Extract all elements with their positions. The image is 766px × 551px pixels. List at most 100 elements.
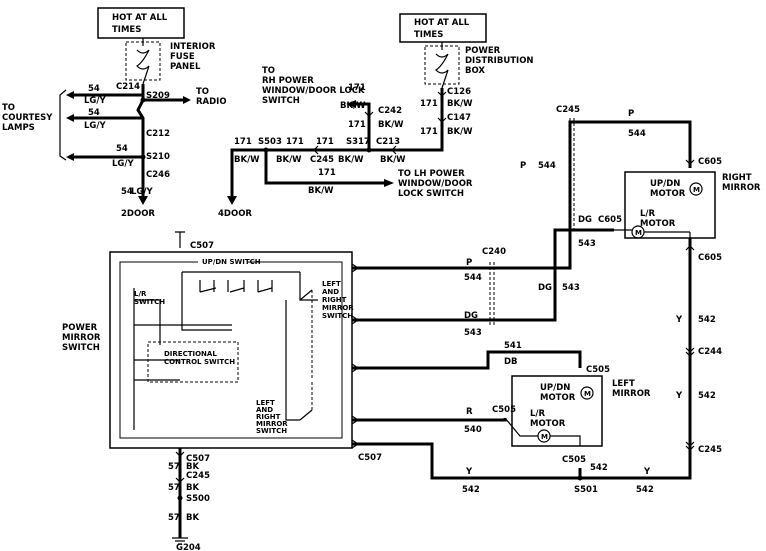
to-rh-power-window-label: TO (262, 66, 275, 76)
svg-text:C605: C605 (598, 215, 622, 225)
svg-text:544: 544 (464, 273, 482, 283)
svg-text:171: 171 (234, 137, 252, 147)
svg-text:MIRROR: MIRROR (722, 183, 761, 193)
svg-text:WINDOW/DOOR LOCK: WINDOW/DOOR LOCK (262, 86, 365, 96)
svg-text:542: 542 (698, 315, 716, 325)
svg-text:P: P (466, 258, 472, 268)
svg-text:SWITCH: SWITCH (134, 298, 165, 306)
svg-text:LAMPS: LAMPS (2, 123, 35, 133)
interior-fuse-symbol (125, 38, 161, 85)
svg-text:57: 57 (168, 462, 180, 472)
svg-text:542: 542 (590, 463, 608, 473)
to-courtesy-lamps-label: TO (2, 103, 15, 113)
svg-text:P: P (628, 109, 634, 119)
svg-text:G204: G204 (176, 543, 201, 551)
svg-text:HOT AT ALL: HOT AT ALL (414, 18, 470, 28)
svg-text:C213: C213 (376, 137, 400, 147)
svg-text:C605: C605 (698, 253, 722, 263)
svg-text:WINDOW/DOOR: WINDOW/DOOR (398, 179, 473, 189)
svg-text:S317: S317 (346, 137, 370, 147)
svg-text:C214: C214 (116, 82, 140, 92)
svg-text:C505: C505 (586, 365, 610, 375)
svg-text:M: M (584, 390, 591, 398)
svg-text:57: 57 (168, 513, 180, 523)
svg-text:S501: S501 (574, 485, 598, 495)
interior-fuse-panel-label: INTERIOR (170, 42, 216, 52)
svg-text:54: 54 (116, 144, 128, 154)
svg-text:C212: C212 (146, 129, 170, 139)
svg-text:LG/Y: LG/Y (84, 96, 106, 106)
svg-text:MOTOR: MOTOR (530, 419, 566, 429)
svg-text:542: 542 (636, 485, 654, 495)
svg-text:543: 543 (562, 283, 580, 293)
svg-text:C147: C147 (447, 113, 471, 123)
to-radio-label: TO (196, 87, 209, 97)
svg-text:LG/Y: LG/Y (112, 159, 134, 169)
svg-text:SWITCH: SWITCH (322, 312, 353, 320)
svg-text:L/R: L/R (530, 409, 546, 419)
svg-text:Y: Y (675, 391, 683, 401)
svg-text:M: M (635, 229, 642, 237)
svg-text:BK/W: BK/W (338, 155, 364, 165)
svg-text:BK: BK (186, 513, 199, 523)
svg-text:171: 171 (348, 83, 366, 93)
left-mirror-box: UP/DN MOTOR M L/R MOTOR M (504, 375, 603, 447)
svg-text:171: 171 (420, 127, 438, 137)
courtesy-lamp-circuit (59, 84, 191, 205)
svg-text:MIRROR: MIRROR (256, 420, 288, 428)
svg-text:BK/W: BK/W (447, 99, 473, 109)
svg-text:RADIO: RADIO (196, 97, 227, 107)
svg-text:SWITCH: SWITCH (256, 427, 287, 435)
svg-text:540: 540 (464, 425, 482, 435)
svg-text:BK: BK (186, 483, 199, 493)
svg-text:171: 171 (420, 99, 438, 109)
svg-text:BK/W: BK/W (308, 186, 334, 196)
svg-text:542: 542 (462, 485, 480, 495)
svg-text:COURTESY: COURTESY (2, 113, 53, 123)
svg-text:MIRROR: MIRROR (612, 389, 651, 399)
svg-text:S500: S500 (186, 494, 210, 504)
svg-text:BK: BK (186, 462, 199, 472)
svg-text:DIRECTIONAL: DIRECTIONAL (164, 350, 217, 358)
svg-text:LEFT: LEFT (322, 280, 341, 288)
svg-text:C245: C245 (186, 471, 210, 481)
power-distribution-fuse-symbol (424, 42, 460, 89)
svg-text:Y: Y (465, 467, 473, 477)
svg-text:C244: C244 (698, 347, 722, 357)
svg-text:C245: C245 (556, 105, 580, 115)
svg-text:BK/W: BK/W (378, 120, 404, 130)
svg-text:544: 544 (538, 161, 556, 171)
svg-text:LEFT: LEFT (256, 399, 275, 407)
ground-circuit (172, 448, 188, 545)
power-distribution-box-label: POWER (465, 46, 501, 56)
svg-text:P: P (520, 161, 526, 171)
svg-text:UP/DN SWITCH: UP/DN SWITCH (202, 258, 261, 266)
svg-text:PANEL: PANEL (170, 62, 201, 72)
svg-text:SWITCH: SWITCH (62, 343, 100, 353)
svg-text:171: 171 (318, 168, 336, 178)
svg-text:UP/DN: UP/DN (650, 179, 680, 189)
mirror-wiring (351, 118, 695, 481)
svg-text:BK/W: BK/W (234, 155, 260, 165)
svg-text:C507: C507 (358, 453, 382, 463)
svg-text:L/R: L/R (134, 290, 147, 298)
svg-text:BK/W: BK/W (447, 127, 473, 137)
svg-text:C507: C507 (186, 454, 210, 464)
svg-text:541: 541 (504, 341, 522, 351)
svg-text:DB: DB (504, 357, 518, 367)
svg-text:RH POWER: RH POWER (262, 76, 314, 86)
svg-text:54: 54 (88, 108, 100, 118)
svg-text:CONTROL SWITCH: CONTROL SWITCH (164, 358, 235, 366)
svg-text:L/R: L/R (640, 209, 656, 219)
svg-text:C505: C505 (562, 455, 586, 465)
svg-text:C246: C246 (146, 170, 170, 180)
svg-text:AND: AND (256, 406, 273, 414)
svg-text:544: 544 (628, 129, 646, 139)
svg-text:171: 171 (286, 137, 304, 147)
svg-text:C505: C505 (492, 405, 516, 415)
svg-text:C245: C245 (698, 445, 722, 455)
svg-text:LOCK SWITCH: LOCK SWITCH (398, 189, 464, 199)
to-lh-power-window-label: TO LH POWER (398, 169, 465, 179)
